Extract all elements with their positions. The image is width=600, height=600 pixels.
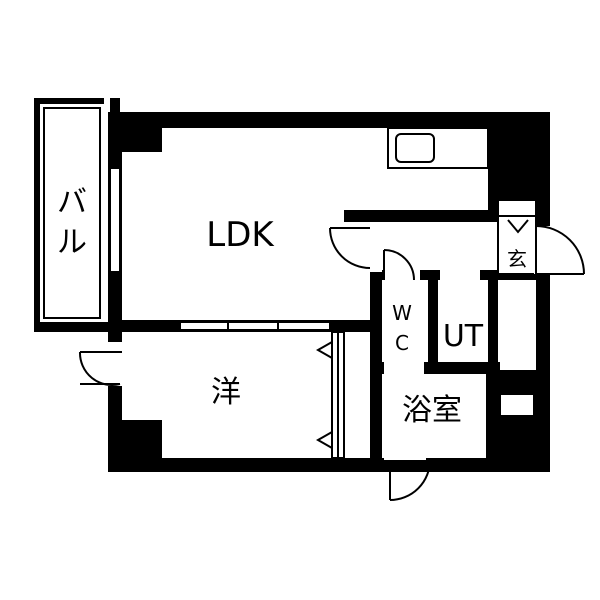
room-label-ldk: LDK: [206, 215, 275, 255]
room-label-wc-bottom: C: [395, 331, 409, 355]
door-ldk[interactable]: [329, 222, 382, 272]
ldk-window: [109, 167, 121, 273]
door-ut[interactable]: [440, 270, 480, 280]
door-wc[interactable]: [383, 249, 420, 282]
door-entrance[interactable]: [534, 225, 585, 275]
room-label-balcony-top: バ: [57, 185, 87, 220]
room-label-utility: UT: [443, 319, 484, 354]
interior-walls: [108, 128, 540, 460]
room-label-entrance: 玄: [507, 247, 527, 271]
door-bath[interactable]: [384, 360, 431, 501]
utility-niche: [499, 393, 535, 417]
room-label-western: 洋: [211, 375, 241, 410]
room-label-wc-top: W: [392, 301, 412, 325]
balcony: [34, 98, 120, 332]
closet: [315, 331, 345, 459]
room-label-bath: 浴室: [402, 393, 462, 428]
door-western[interactable]: [78, 342, 122, 387]
kitchen-counter: [387, 127, 489, 169]
room-label-balcony-bottom: ル: [57, 225, 87, 260]
